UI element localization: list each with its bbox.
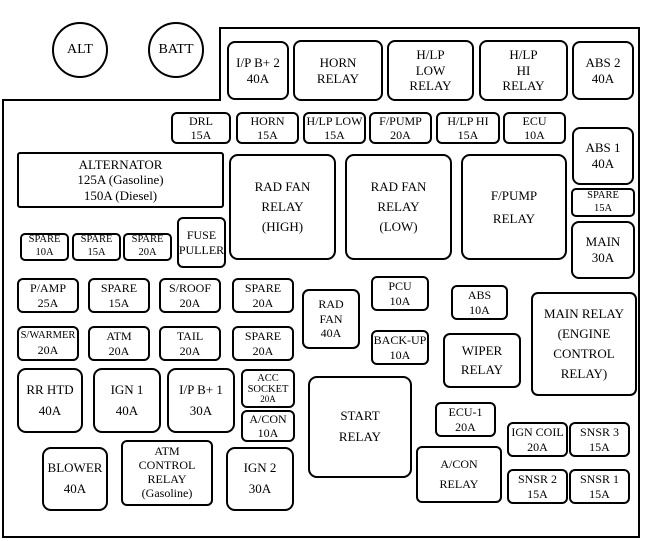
fuse-ign-coil-box (507, 422, 568, 457)
fuse-fpump-box (369, 112, 432, 144)
fuse-spare-b-box (72, 233, 121, 261)
fuse-puller-box (177, 217, 226, 268)
fuse-ign2-box (226, 447, 294, 511)
fuse-backup-box (371, 330, 429, 365)
fuse-main-box (571, 221, 635, 279)
acon-relay-box (416, 446, 502, 503)
fuse-spare-c-box (123, 233, 172, 261)
fuse-hlp-hi-box (436, 112, 500, 144)
rad-fan-high-relay-box (229, 154, 336, 260)
fuse-snsr1-box (569, 469, 630, 504)
horn-relay-box (293, 40, 383, 101)
fuse-spare-f-box (232, 326, 294, 361)
fuse-pamp-box (17, 278, 79, 313)
fuse-tail-box (159, 326, 221, 361)
batt-terminal (148, 22, 204, 78)
hlp-low-relay-box (387, 40, 474, 101)
fuse-abs2-box (572, 41, 634, 100)
fuse-acc-socket-box (241, 369, 295, 408)
fuse-spare-right-box (571, 188, 635, 217)
wiper-relay-box (443, 333, 521, 388)
fuse-rr-htd-box (17, 368, 83, 433)
fpump-relay-box (461, 154, 567, 260)
fuse-ecu1-box (435, 402, 496, 437)
fuse-atm-box (88, 326, 150, 361)
fuse-ecu-box (503, 112, 566, 144)
fuse-spare-a-box (20, 233, 69, 261)
fuse-sroof-box (159, 278, 221, 313)
fuse-abs1-box (572, 127, 634, 185)
fuse-swarmer-box (17, 326, 79, 361)
alt-terminal (52, 22, 108, 78)
fuse-snsr2-box (507, 469, 568, 504)
fuse-hlp-low-box (303, 112, 366, 144)
fuse-abs-box (451, 285, 508, 320)
rad-fan-low-relay-box (345, 154, 452, 260)
fuse-horn-box (236, 112, 299, 144)
fuse-snsr3-box (569, 422, 630, 457)
fuse-ign1-box (93, 368, 161, 433)
fuse-pcu-box (371, 276, 429, 311)
alternator-box (17, 152, 224, 208)
main-relay-box (531, 292, 637, 396)
fuse-ip-b1-box (167, 368, 235, 433)
hlp-hi-relay-box (479, 40, 568, 101)
fuse-ip-b2-box (227, 41, 289, 100)
fuse-spare-e-box (232, 278, 294, 313)
fuse-blower-box (42, 447, 108, 511)
fuse-box-outline (2, 27, 640, 538)
fuse-spare-d-box (88, 278, 150, 313)
fuse-drl-box (171, 112, 231, 144)
fuse-acon-box (241, 410, 295, 442)
fuse-rad-fan-box (302, 289, 360, 349)
start-relay-box (308, 376, 412, 478)
atm-control-relay-box (121, 440, 213, 506)
